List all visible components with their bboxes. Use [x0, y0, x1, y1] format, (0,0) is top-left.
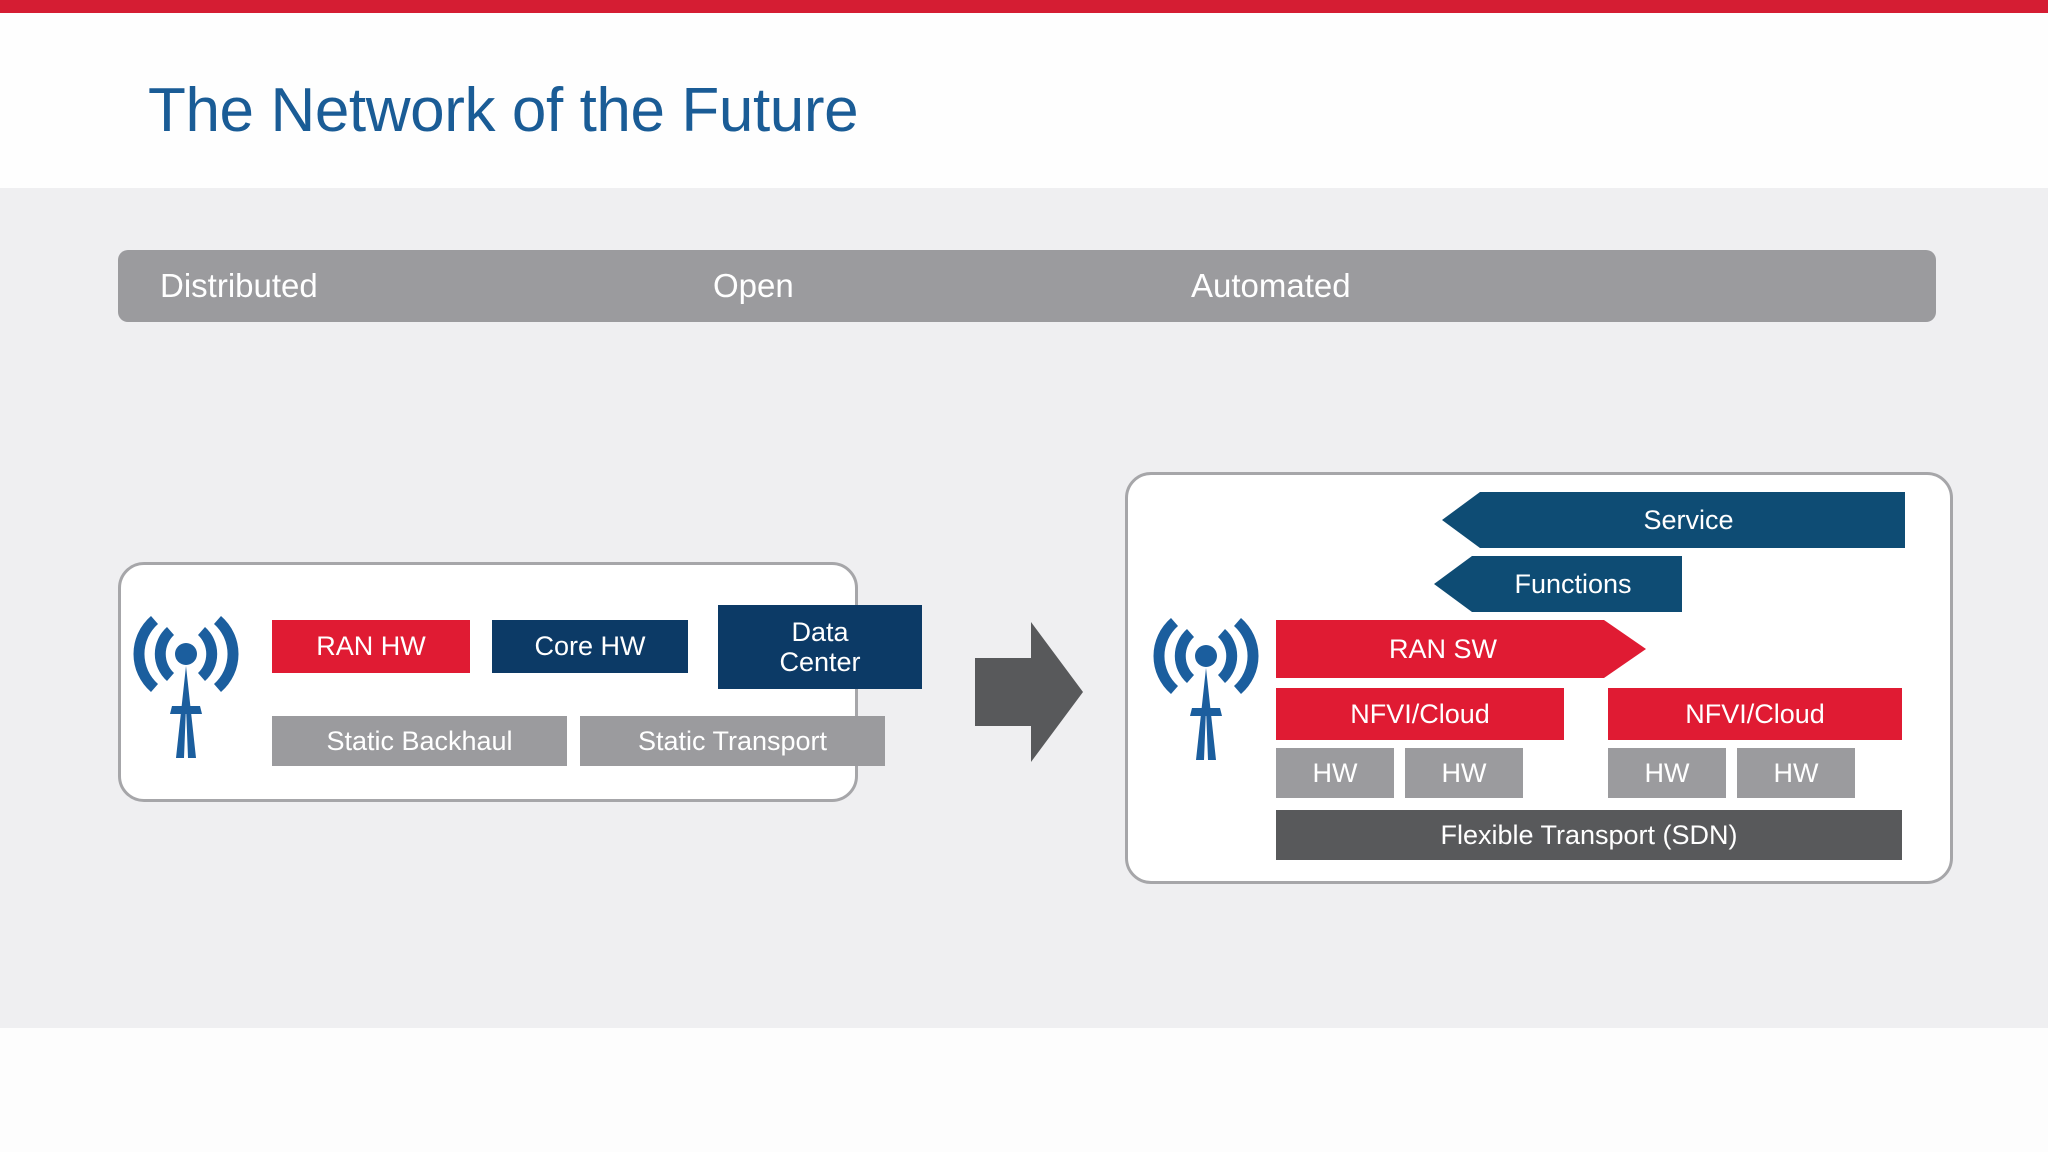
block-static-backhaul: Static Backhaul	[272, 716, 567, 766]
pillar-automated: Automated	[1191, 267, 1351, 304]
block-nfvi-cloud-1: NFVI/Cloud	[1276, 688, 1564, 740]
block-ran-hw: RAN HW	[272, 620, 470, 673]
block-hw-4: HW	[1737, 748, 1855, 798]
block-functions: Functions	[1434, 556, 1682, 612]
cell-tower-icon	[133, 616, 239, 758]
right-arrow-icon	[975, 622, 1083, 762]
page-title: The Network of the Future	[148, 76, 859, 145]
block-hw-3: HW	[1608, 748, 1726, 798]
block-nfvi-cloud-2: NFVI/Cloud	[1608, 688, 1902, 740]
pillars-banner: Distributed Open Automated	[118, 250, 1936, 322]
block-flexible-transport: Flexible Transport (SDN)	[1276, 810, 1902, 860]
block-hw-1: HW	[1276, 748, 1394, 798]
top-red-rule	[0, 0, 2048, 13]
block-core-hw: Core HW	[492, 620, 688, 673]
block-data-center: Data Center	[718, 605, 922, 689]
pillar-distributed: Distributed	[160, 267, 318, 304]
block-static-transport: Static Transport	[580, 716, 885, 766]
cell-tower-icon	[1153, 618, 1259, 760]
title-band: The Network of the Future	[0, 13, 2048, 188]
slide-footer: M AVENIR Mavenir_John Baker_NextGenWirel…	[0, 1028, 2048, 1152]
pillar-open: Open	[713, 267, 794, 304]
block-hw-2: HW	[1405, 748, 1523, 798]
block-ran-sw: RAN SW	[1276, 620, 1646, 678]
block-service: Service	[1442, 492, 1905, 548]
